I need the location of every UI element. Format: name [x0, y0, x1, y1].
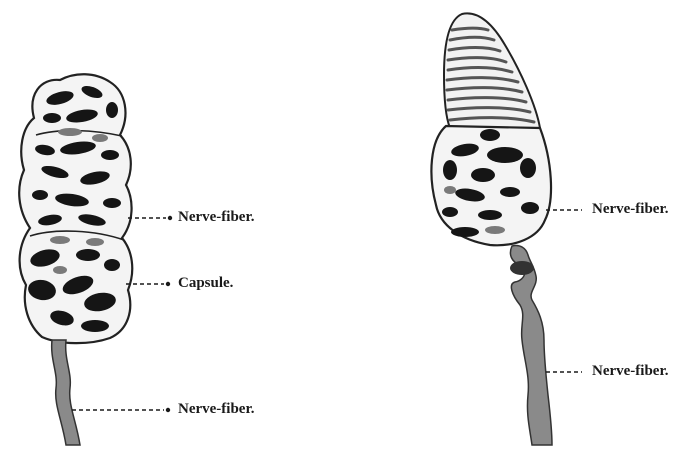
right-nerve-fiber	[510, 245, 552, 445]
label-nerve-fiber-left-lower: Nerve-fiber.	[178, 402, 255, 417]
label-nerve-fiber-right-lower: Nerve-fiber.	[592, 364, 669, 379]
left-nerve-fiber	[52, 340, 80, 445]
label-nerve-fiber-right-upper: Nerve-fiber.	[592, 202, 669, 217]
label-nerve-fiber-left-upper: Nerve-fiber.	[178, 210, 255, 225]
right-corpuscle	[431, 13, 552, 445]
left-corpuscle	[19, 74, 132, 445]
label-capsule: Capsule.	[178, 276, 233, 291]
